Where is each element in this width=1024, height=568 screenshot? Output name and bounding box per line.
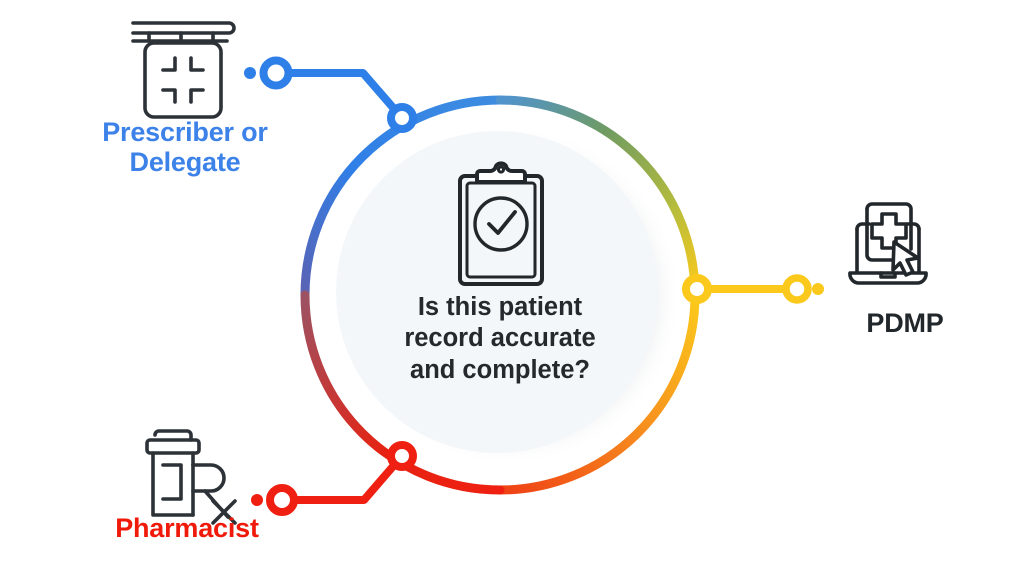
gradient-ring xyxy=(300,95,700,495)
connector-prescriber xyxy=(244,56,417,133)
connector-pharmacist xyxy=(251,441,417,516)
node-label-pdmp[interactable]: PDMP xyxy=(866,308,944,338)
node-pdmp-endpoint xyxy=(782,274,812,304)
node-pdmp-on-ring xyxy=(682,274,712,304)
pharmacy-sign-icon xyxy=(131,21,236,119)
node-prescriber-endpoint xyxy=(259,56,293,90)
node-pharmacist-on-ring xyxy=(387,441,417,471)
node-pharmacist-endpoint xyxy=(266,484,298,516)
pill-bottle-rx-icon xyxy=(145,429,237,525)
laptop-medical-cursor-icon xyxy=(848,202,928,285)
center-disc xyxy=(336,131,658,453)
node-label-prescriber[interactable]: Prescriber or Delegate xyxy=(102,117,268,178)
connector-pdmp xyxy=(682,274,824,304)
node-label-pharmacist[interactable]: Pharmacist xyxy=(115,513,259,543)
clipboard-check-icon xyxy=(458,161,544,286)
node-prescriber-on-ring xyxy=(387,103,417,133)
center-question-text: Is this patient record accurate and comp… xyxy=(404,293,596,384)
